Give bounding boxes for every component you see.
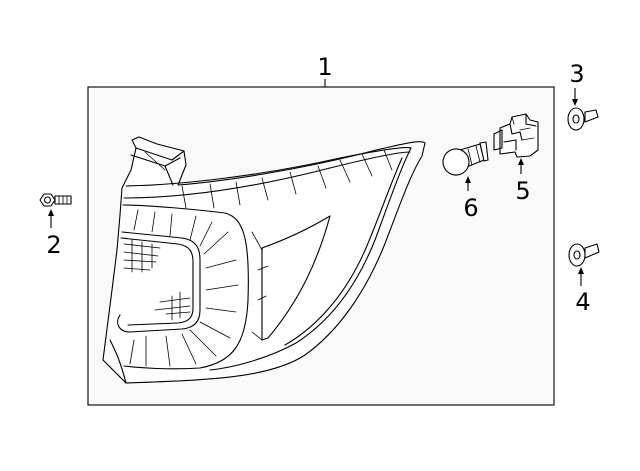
callout-3: 3 [567, 60, 599, 131]
callout-6-label: 6 [463, 194, 478, 222]
callout-4-label: 4 [575, 288, 590, 316]
callout-5-label: 5 [515, 177, 530, 205]
nut-icon [568, 243, 600, 267]
callout-5: 5 [493, 113, 539, 205]
callout-2-label: 2 [46, 231, 61, 259]
bulb-icon [442, 141, 489, 176]
callout-6: 6 [442, 141, 489, 222]
nut-icon [567, 107, 599, 131]
socket-icon [493, 113, 539, 158]
bolt-icon [39, 193, 72, 207]
callout-4: 4 [568, 243, 600, 316]
callout-1-label: 1 [317, 53, 332, 81]
tail-lamp-icon [102, 136, 426, 384]
callout-2: 2 [39, 193, 72, 259]
callout-1: 1 [317, 53, 333, 87]
callout-3-label: 3 [569, 60, 584, 88]
